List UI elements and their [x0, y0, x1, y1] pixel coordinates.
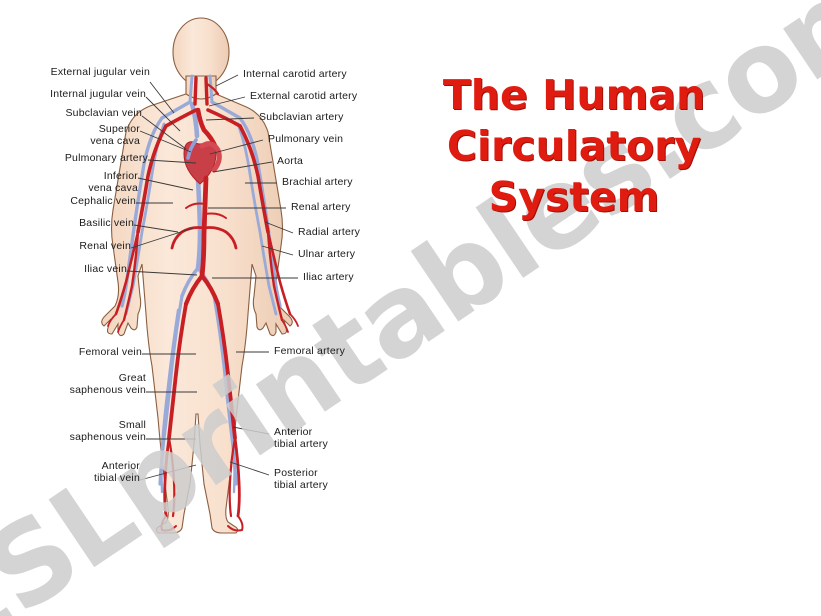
label-pulmonary-vein: Pulmonary vein: [268, 133, 344, 146]
label-internal-jugular-vein: Internal jugular vein: [25, 88, 146, 101]
label-text-line: Small: [118, 419, 146, 431]
label-text-line: Internal jugular vein: [50, 88, 146, 100]
label-iliac-vein: Iliac vein: [25, 263, 127, 276]
slide-title: The Human Circulatory System: [408, 70, 740, 223]
label-external-jugular-vein: External jugular vein: [25, 66, 150, 79]
label-text-line: Brachial artery: [282, 176, 353, 188]
title-line-1: The Human: [442, 71, 706, 119]
title-line-3: System: [488, 173, 660, 221]
label-text-line: Subclavian vein: [65, 107, 142, 119]
label-femoral-artery: Femoral artery: [274, 345, 346, 358]
label-text-line: Anterior: [101, 460, 140, 472]
circulatory-system-illustration: [0, 0, 400, 616]
label-basilic-vein: Basilic vein: [25, 217, 134, 230]
label-internal-carotid-artery: Internal carotid artery: [243, 68, 347, 81]
artery-network: [107, 76, 299, 532]
label-external-carotid-artery: External carotid artery: [250, 90, 358, 103]
label-renal-vein: Renal vein: [25, 240, 131, 253]
label-text-line: Aorta: [277, 155, 304, 167]
label-text-line: Basilic vein: [79, 217, 134, 229]
label-text-line: Radial artery: [298, 226, 361, 238]
label-text-line: saphenous vein: [69, 383, 146, 396]
label-text-line: tibial artery: [274, 478, 328, 491]
human-body-figure: [101, 17, 299, 534]
label-brachial-artery: Brachial artery: [282, 176, 353, 189]
label-text-line: Posterior: [274, 467, 318, 479]
label-text-line: External jugular vein: [50, 66, 150, 78]
title-line-2: Circulatory: [446, 122, 702, 170]
label-ulnar-artery: Ulnar artery: [298, 248, 356, 261]
label-aorta: Aorta: [277, 155, 304, 168]
label-text-line: External carotid artery: [250, 90, 358, 102]
label-text-line: Ulnar artery: [298, 248, 356, 260]
label-text-line: Pulmonary artery: [64, 152, 148, 164]
label-iliac-artery: Iliac artery: [303, 271, 354, 284]
label-renal-artery: Renal artery: [291, 201, 351, 214]
label-text-line: Femoral artery: [274, 345, 346, 357]
label-text-line: tibial vein: [94, 471, 140, 484]
label-text-line: Renal vein: [79, 240, 131, 252]
label-text-line: tibial artery: [274, 437, 328, 450]
label-pulmonary-artery: Pulmonary artery: [25, 152, 148, 165]
body-silhouette: [101, 17, 293, 534]
label-text-line: vena cava: [90, 134, 140, 147]
label-text-line: Subclavian artery: [259, 111, 344, 123]
label-text-line: Renal artery: [291, 201, 351, 213]
label-text-line: Iliac artery: [303, 271, 354, 283]
label-text-line: Iliac vein: [84, 263, 127, 275]
label-text-line: saphenous vein: [69, 430, 146, 443]
label-text-line: Superior: [98, 123, 140, 135]
label-radial-artery: Radial artery: [298, 226, 361, 239]
label-text-line: Cephalic vein: [70, 195, 136, 207]
label-subclavian-artery: Subclavian artery: [259, 111, 344, 124]
label-cephalic-vein: Cephalic vein: [25, 195, 136, 208]
label-text-line: vena cava: [88, 181, 138, 194]
label-text-line: Anterior: [274, 426, 313, 438]
label-subclavian-vein: Subclavian vein: [25, 107, 142, 120]
label-femoral-vein: Femoral vein: [25, 346, 142, 359]
label-text-line: Femoral vein: [78, 346, 142, 358]
label-text-line: Internal carotid artery: [243, 68, 347, 80]
label-text-line: Inferior: [103, 170, 138, 182]
label-text-line: Pulmonary vein: [268, 133, 344, 145]
label-text-line: Great: [118, 372, 146, 384]
